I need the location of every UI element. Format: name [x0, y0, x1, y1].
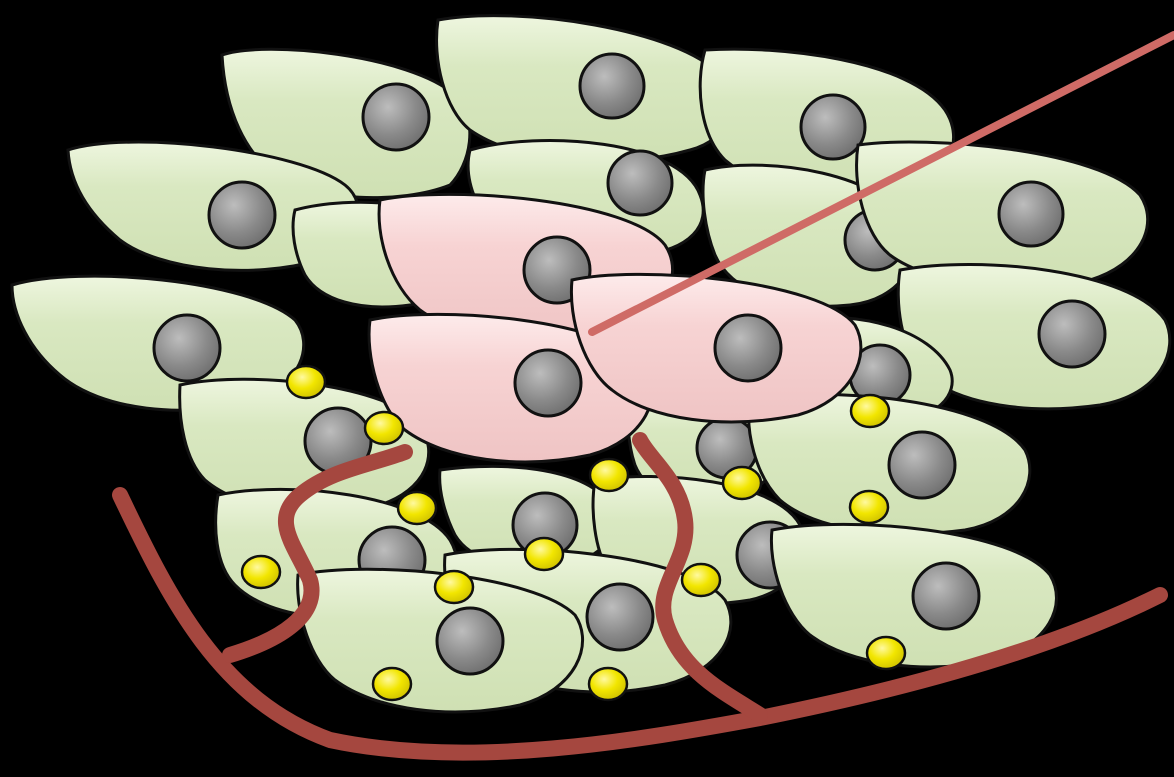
nucleus [363, 84, 429, 150]
granule [723, 467, 761, 499]
nucleus [801, 95, 865, 159]
nucleus [889, 432, 955, 498]
granule [373, 668, 411, 700]
granule [850, 491, 888, 523]
nucleus [580, 54, 644, 118]
granule [287, 366, 325, 398]
nucleus [515, 350, 581, 416]
nucleus [999, 182, 1063, 246]
granule [242, 556, 280, 588]
granule [851, 395, 889, 427]
granule [365, 412, 403, 444]
nucleus [154, 315, 220, 381]
granule [525, 538, 563, 570]
nucleus [913, 563, 979, 629]
granule [590, 459, 628, 491]
nucleus [437, 608, 503, 674]
nucleus [587, 584, 653, 650]
granule [398, 492, 436, 524]
granule [867, 637, 905, 669]
granule [589, 668, 627, 700]
granule [682, 564, 720, 596]
granule [435, 571, 473, 603]
nucleus [209, 182, 275, 248]
nucleus [608, 151, 672, 215]
nucleus [715, 315, 781, 381]
nucleus [1039, 301, 1105, 367]
